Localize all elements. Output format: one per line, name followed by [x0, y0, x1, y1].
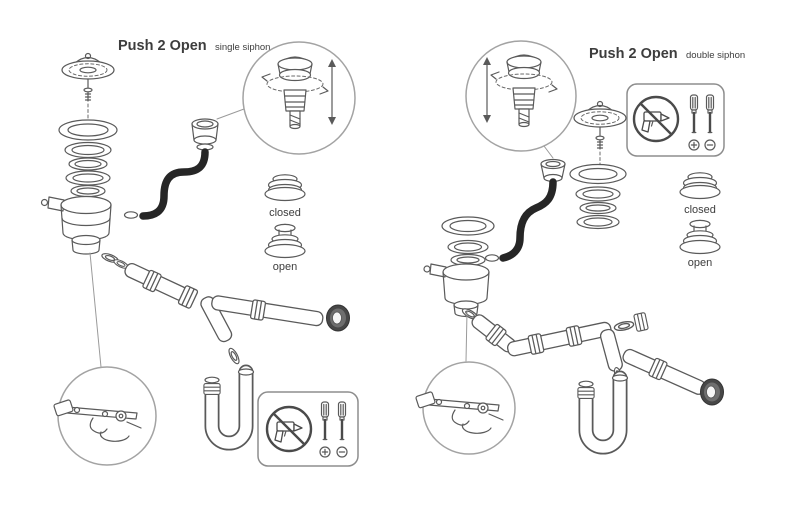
- detail-callout-lever: [52, 252, 157, 466]
- callout-connector-line: [543, 145, 554, 159]
- pipe-coupling: [249, 299, 267, 321]
- right-panel-title: Push 2 Open: [589, 46, 678, 62]
- detail-callout-push-button: [216, 41, 356, 155]
- gasket-stack: [569, 163, 627, 230]
- waste-pipes: [460, 306, 724, 406]
- detail-callout-push-button: [465, 40, 577, 159]
- siphon-trap: [577, 370, 629, 455]
- state-closed-label: closed: [269, 207, 301, 219]
- state-closed-label: closed: [684, 204, 716, 216]
- siphon-trap: [203, 364, 255, 451]
- state-closed-icon: [679, 172, 721, 200]
- drain-body: [40, 195, 112, 255]
- second-drain-stack: [423, 216, 495, 318]
- state-open-label: open: [273, 261, 297, 273]
- button-states: closed open: [264, 174, 306, 273]
- callout-connector-line: [465, 311, 468, 362]
- no-drill-warning-box: [626, 83, 725, 157]
- overflow-hose: [123, 148, 209, 220]
- no-drill-warning-box: [257, 391, 359, 467]
- callout-connector-line: [216, 108, 245, 120]
- right-panel-subtitle: double siphon: [686, 50, 745, 61]
- callout-connector-line: [89, 252, 102, 368]
- state-open-icon: [264, 223, 306, 259]
- button-states: closed open: [679, 172, 721, 269]
- wall-flange: [700, 378, 724, 406]
- state-closed-icon: [264, 174, 306, 202]
- wall-flange: [326, 304, 350, 332]
- state-open-label: open: [688, 257, 712, 269]
- overflow-fitting: [191, 118, 219, 151]
- gasket-stack: [58, 119, 118, 198]
- state-open-icon: [679, 219, 721, 255]
- right-diagram-double-siphon: Push 2 Open double siphon: [414, 40, 745, 455]
- overflow-hose: [484, 178, 557, 262]
- left-diagram-single-siphon: Push 2 Open single siphon: [40, 38, 359, 467]
- detail-callout-lever: [414, 311, 516, 455]
- overflow-fitting: [540, 158, 566, 183]
- strainer-assembly: [573, 100, 627, 167]
- pipe-coupling: [633, 311, 649, 333]
- left-panel-title: Push 2 Open: [118, 38, 207, 54]
- waste-pipes: [100, 251, 350, 366]
- strainer-assembly: [61, 52, 115, 121]
- left-panel-subtitle: single siphon: [215, 42, 270, 53]
